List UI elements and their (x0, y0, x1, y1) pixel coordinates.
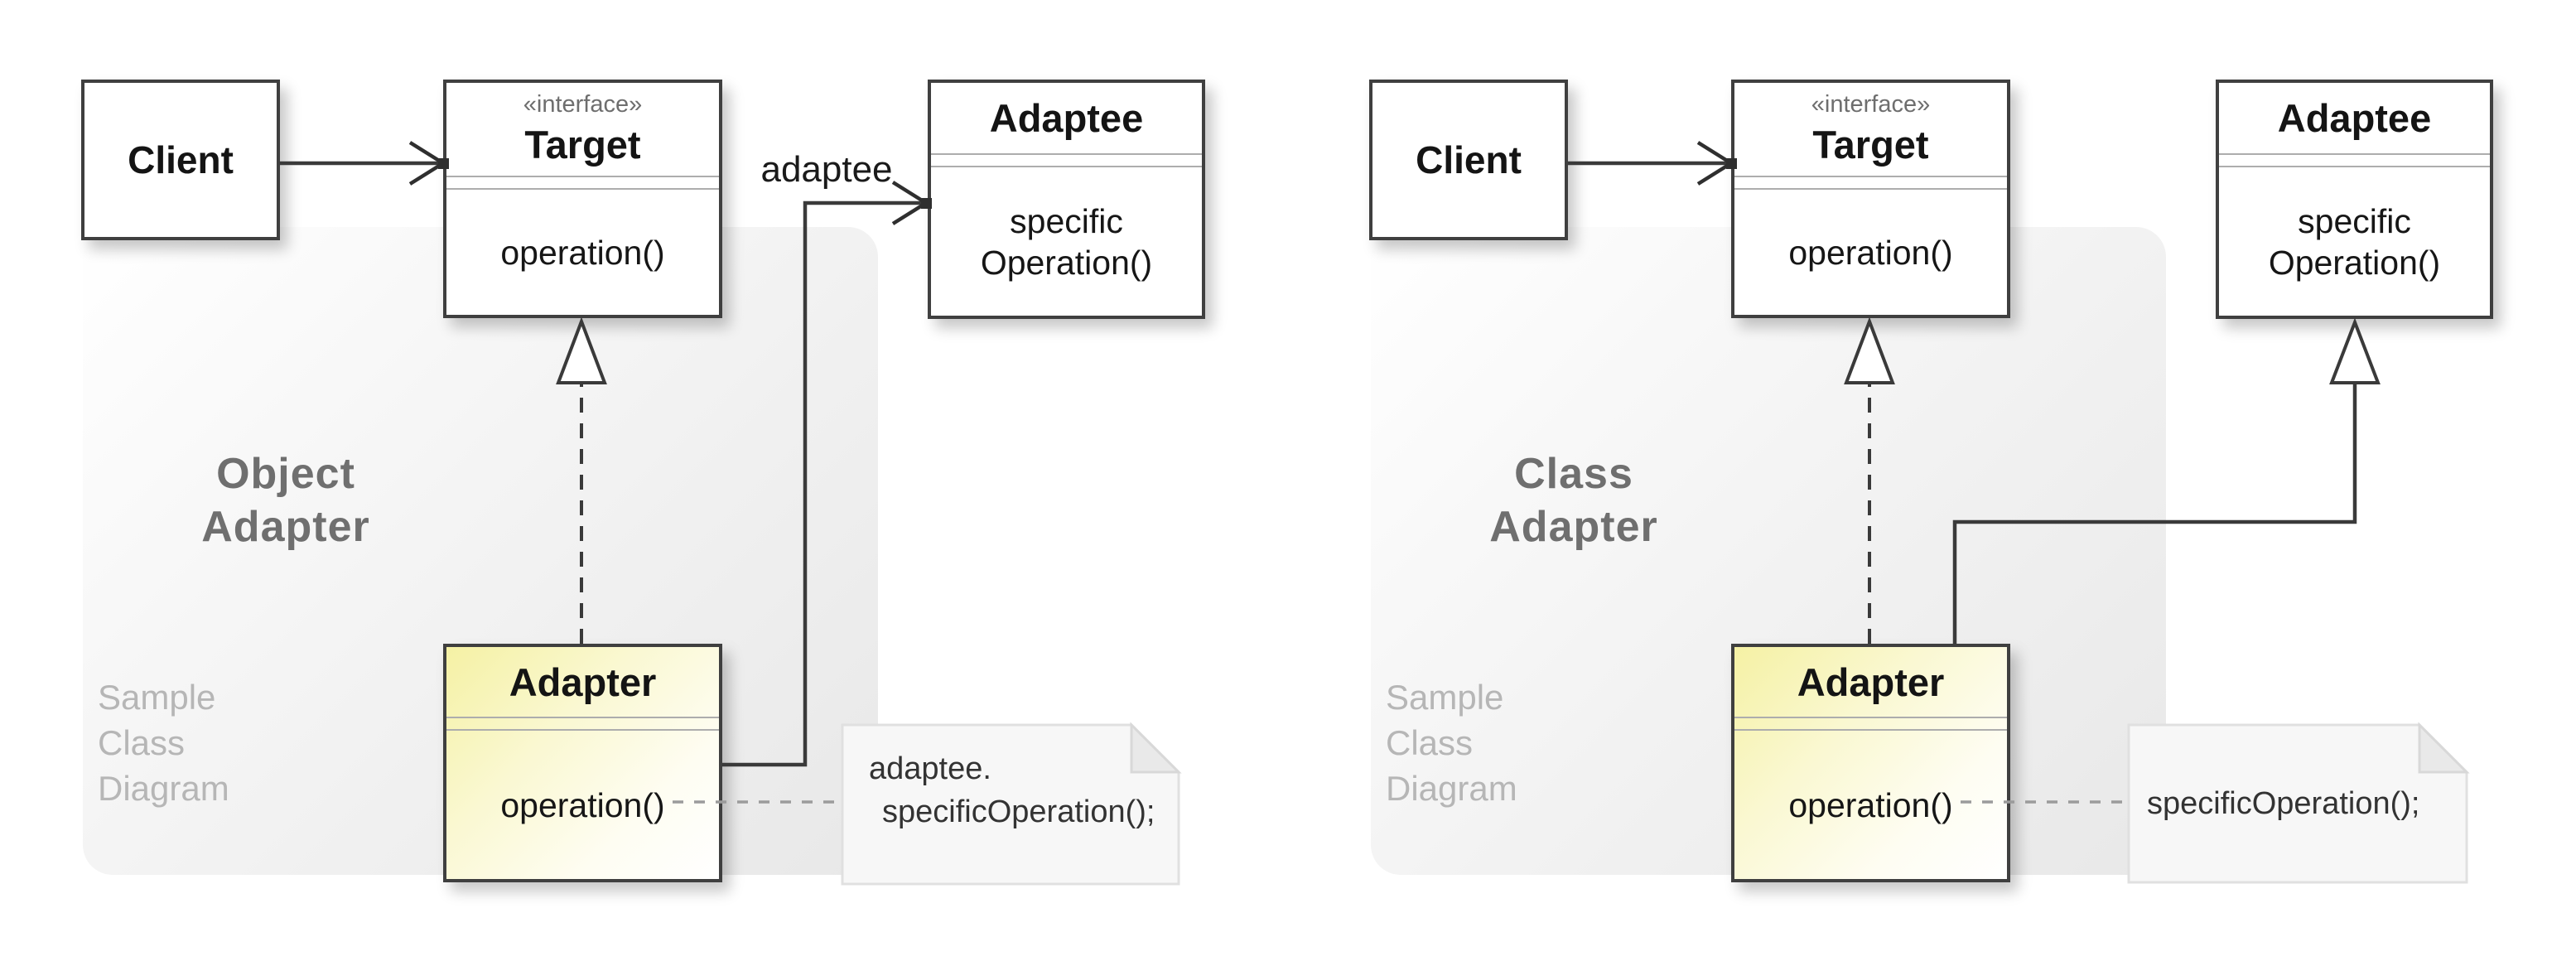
class-adapter-diagram: Class Adapter Sample Class Diagram Clien… (1288, 0, 2576, 966)
watermark-title: Class Adapter (1325, 447, 1822, 553)
operations-compartment: operation() (1734, 190, 2007, 315)
attributes-compartment (446, 176, 719, 190)
class-box-adaptee: Adaptee specific Operation() (2216, 80, 2493, 319)
operations-compartment: specific Operation() (2219, 167, 2490, 316)
open-arrowhead-icon (408, 141, 445, 186)
association-role-label: adaptee (760, 149, 893, 190)
operation-label: operation() (500, 785, 665, 824)
attributes-compartment (931, 153, 1202, 167)
stereotype-label: «interface» (1811, 91, 1931, 118)
caption-line3: Diagram (98, 769, 229, 808)
class-box-adapter: Adapter operation() (1731, 644, 2010, 882)
operations-compartment: specific Operation() (931, 167, 1202, 316)
caption-line3: Diagram (1386, 769, 1517, 808)
object-adapter-diagram: Object Adapter Sample Class Diagram Clie… (37, 80, 1205, 886)
class-box-adapter: Adapter operation() (443, 644, 722, 882)
code-note: specificOperation(); (2147, 782, 2419, 825)
note-line1: adaptee. (869, 751, 991, 786)
operation-label: operation() (1788, 233, 1953, 272)
interface-box-target: «interface» Target operation() (443, 80, 722, 318)
class-box-client: Client (1369, 80, 1568, 240)
attributes-compartment (2219, 153, 2490, 167)
class-name: Client (1416, 138, 1522, 181)
class-box-adaptee: Adaptee specific Operation() (928, 80, 1205, 319)
class-header: Adaptee (931, 83, 1202, 153)
class-name: Adapter (1797, 659, 1945, 704)
caption-line1: Sample (98, 678, 216, 717)
note-line1: specificOperation(); (2147, 786, 2420, 821)
class-header: Adapter (1734, 647, 2007, 717)
class-name: Client (128, 138, 234, 181)
operations-compartment: operation() (446, 731, 719, 879)
diagram-caption: Sample Class Diagram (98, 674, 229, 811)
open-arrowhead-icon (1696, 141, 1733, 186)
watermark-line1: Object (216, 450, 355, 498)
class-header: «interface» Target (446, 83, 719, 176)
code-note: adaptee. specificOperation(); (869, 747, 1155, 833)
class-box-client: Client (81, 80, 280, 240)
operation-label: operation() (1788, 785, 1953, 824)
interface-box-target: «interface» Target operation() (1731, 80, 2010, 318)
operation-label-line1: specific (2298, 201, 2411, 240)
attributes-compartment (1734, 176, 2007, 190)
operation-label-line2: Operation() (2268, 243, 2441, 282)
operation-label: operation() (500, 233, 665, 272)
caption-line2: Class (1386, 723, 1474, 762)
watermark-line2: Adapter (201, 503, 370, 551)
watermark-line2: Adapter (1489, 503, 1658, 551)
attributes-compartment (446, 717, 719, 731)
class-name: Adaptee (989, 96, 1144, 140)
operation-label-line2: Operation() (980, 243, 1153, 282)
operations-compartment: operation() (446, 190, 719, 315)
watermark-line1: Class (1514, 450, 1633, 498)
class-name: Target (524, 123, 641, 167)
operation-label-line1: specific (1010, 201, 1123, 240)
note-line2: specificOperation(); (882, 795, 1155, 829)
caption-line1: Sample (1386, 678, 1504, 717)
class-name: Adapter (509, 659, 657, 704)
stereotype-label: «interface» (523, 91, 643, 118)
hollow-triangle-icon (2329, 317, 2381, 384)
note-fold-icon (2418, 722, 2470, 774)
attributes-compartment (1734, 717, 2007, 731)
class-header: Adaptee (2219, 83, 2490, 153)
class-name: Adaptee (2277, 96, 2432, 140)
class-header: Adapter (446, 647, 719, 717)
class-header: «interface» Target (1734, 83, 2007, 176)
watermark-title: Object Adapter (37, 447, 534, 553)
operations-compartment: operation() (1734, 731, 2007, 879)
diagram-caption: Sample Class Diagram (1386, 674, 1517, 811)
class-name: Target (1812, 123, 1929, 167)
caption-line2: Class (98, 723, 186, 762)
